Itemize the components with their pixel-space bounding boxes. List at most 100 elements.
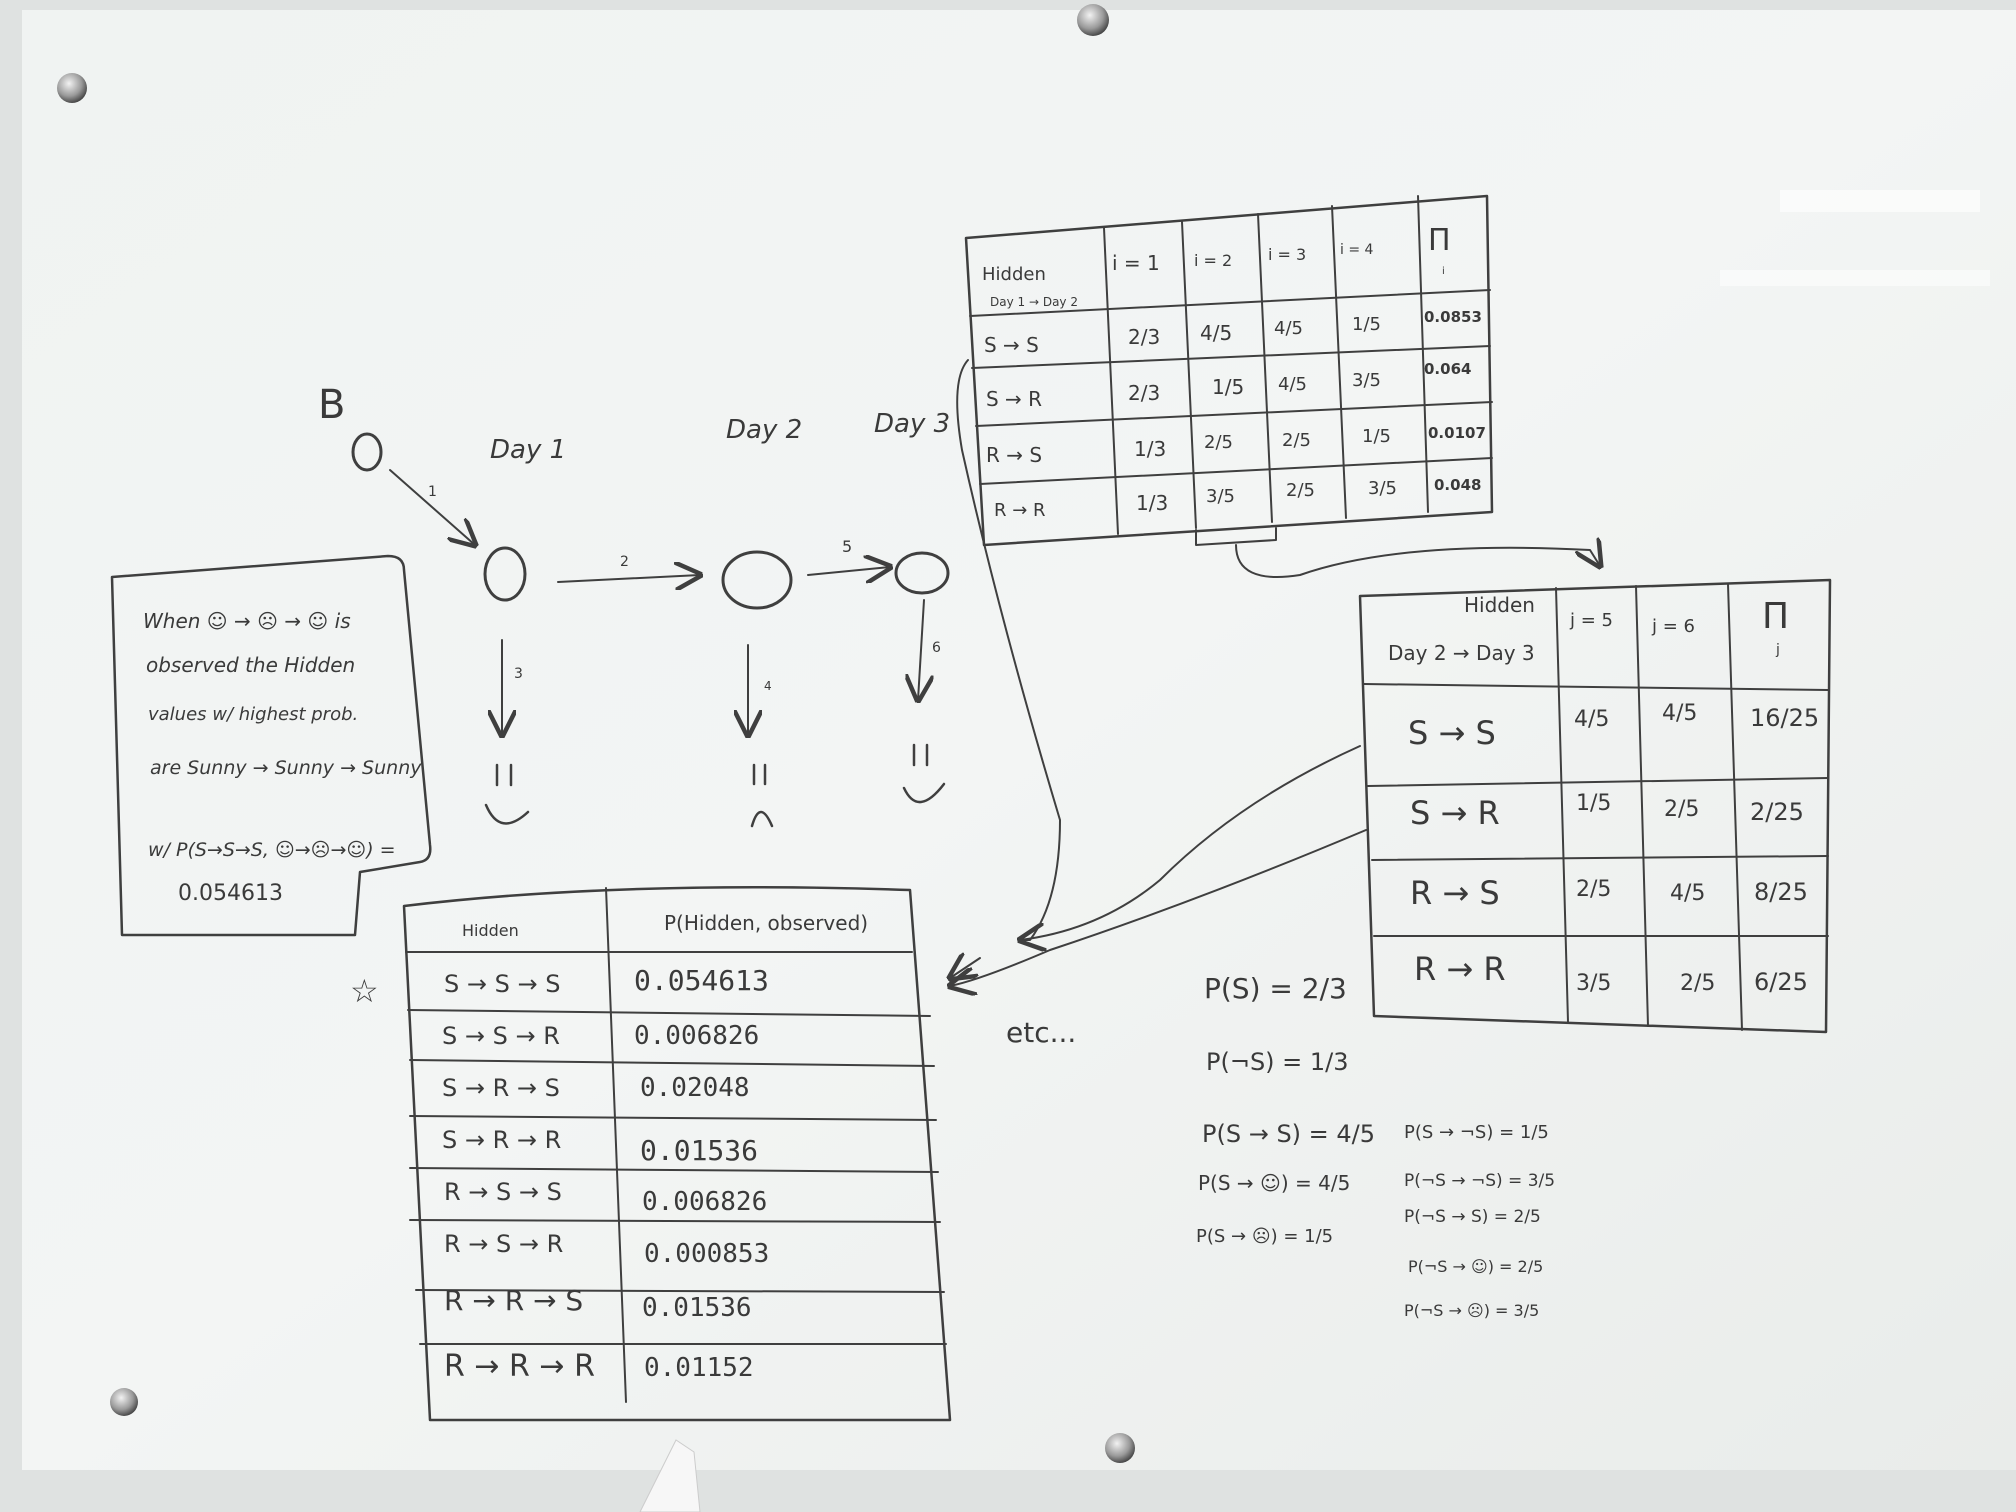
glare (1720, 270, 1990, 286)
t3-cell: S → S → R (442, 1022, 560, 1050)
edge-label: 6 (932, 640, 941, 656)
t2-cell: 2/5 (1576, 877, 1611, 902)
t2-cell: S → R (1410, 794, 1500, 832)
t2-cell: 4/5 (1670, 881, 1705, 906)
t1-cell: 4/5 (1200, 321, 1232, 345)
t1-cell: 0.064 (1424, 360, 1471, 378)
t1-header: i = 3 (1268, 245, 1306, 264)
t1-cell: 0.0107 (1428, 424, 1486, 442)
t3-cell: 0.02048 (640, 1073, 750, 1103)
t1-header: i = 2 (1194, 251, 1232, 270)
connector-arrows: etc... (950, 359, 1367, 1049)
t2-cell: 3/5 (1576, 971, 1611, 996)
t2-header-pi: Π (1762, 596, 1789, 637)
t2-header-hidden: Hidden (1464, 593, 1535, 617)
t3-cell: 0.01152 (644, 1353, 754, 1383)
bolt-icon (1105, 1433, 1135, 1463)
t3-cell: 0.054613 (634, 964, 769, 997)
t3-cell: S → R → R (442, 1126, 561, 1154)
t1-cell: 4/5 (1278, 374, 1307, 395)
edge-start-day1 (389, 469, 475, 545)
t1-cell: 2/5 (1204, 432, 1233, 453)
t2-pi-subscript: j (1775, 642, 1780, 658)
prob: P(S → S) = 4/5 (1202, 1120, 1375, 1148)
edge-label: 5 (842, 537, 852, 556)
edge-label: 4 (764, 679, 772, 693)
note-line: w/ P(S→S→S, ☺→☹→☺) = (148, 839, 396, 861)
edge-day2-day3 (807, 567, 890, 575)
t3-cell: 0.006826 (634, 1021, 759, 1051)
t3-cell: 0.006826 (642, 1187, 767, 1217)
start-label: B (318, 382, 345, 428)
prob: P(S) = 2/3 (1204, 972, 1347, 1005)
day-1-label: Day 1 (490, 435, 566, 465)
prob: P(¬S → ¬S) = 3/5 (1404, 1171, 1555, 1191)
prob: P(¬S → ☺) = 2/5 (1408, 1257, 1543, 1276)
etc-label: etc... (1006, 1016, 1076, 1049)
start-node (351, 432, 383, 472)
paper-scrap (639, 1439, 701, 1512)
t3-header: P(Hidden, observed) (664, 911, 868, 935)
table-day1-day2: Hidden Day 1 → Day 2 i = 1 i = 2 i = 3 i… (964, 194, 1600, 578)
day-3-node (894, 551, 950, 595)
table-day2-day3: Hidden Day 2 → Day 3 j = 5 j = 6 Π j S →… (1358, 578, 1832, 1034)
prob: P(¬S) = 1/3 (1206, 1048, 1349, 1076)
t1-cell: 0.0853 (1424, 308, 1482, 326)
happy-face-icon (902, 743, 946, 804)
t3-cell: R → S → R (444, 1230, 563, 1258)
t3-cell: S → R → S (442, 1074, 560, 1102)
t3-cell: 0.01536 (640, 1134, 758, 1167)
summary-note: When ☺ → ☹ → ☺ is observed the Hidden va… (110, 554, 432, 937)
t3-cell: R → S → S (444, 1178, 562, 1206)
t2-cell: S → S (1408, 714, 1496, 752)
t1-cell: 4/5 (1274, 318, 1303, 339)
day-3-label: Day 3 (874, 409, 950, 439)
happy-face-icon (484, 763, 530, 825)
edge-day1-day2 (557, 575, 700, 582)
t1-cell: 1/5 (1352, 314, 1381, 335)
prob: P(S → ☺) = 4/5 (1198, 1171, 1350, 1195)
t1-header-hidden: Hidden (982, 264, 1046, 285)
day-2-node (721, 550, 793, 610)
t1-cell: 1/3 (1134, 437, 1166, 461)
t1-cell: 1/3 (1136, 491, 1168, 515)
t1-cell: S → R (986, 387, 1042, 411)
t2-cell: 2/5 (1664, 797, 1699, 822)
arrow-table2-to-paths (950, 829, 1367, 986)
t2-subheader: Day 2 → Day 3 (1388, 641, 1535, 665)
star-icon: ☆ (350, 972, 379, 1010)
t3-cell: 0.000853 (644, 1239, 769, 1269)
t3-cell: R → R → S (444, 1284, 583, 1317)
t1-header: i = 4 (1340, 242, 1374, 258)
sad-face-icon (750, 763, 774, 828)
edge-day3-obs (918, 599, 924, 700)
t1-header: i = 1 (1112, 251, 1160, 275)
day-2-label: Day 2 (726, 415, 802, 445)
board-surface (22, 10, 2016, 1470)
t1-cell: 2/3 (1128, 325, 1160, 349)
arrow-head (950, 958, 981, 978)
t2-cell: 6/25 (1754, 968, 1808, 996)
t1-header-pi: Π (1428, 223, 1451, 258)
t1-cell: 1/5 (1212, 375, 1244, 399)
t1-cell: 2/5 (1286, 480, 1315, 501)
t2-cell: 4/5 (1574, 707, 1609, 732)
t3-header: Hidden (462, 921, 519, 940)
edge-label: 1 (428, 484, 437, 500)
bolt-icon (57, 73, 87, 103)
note-line: 0.054613 (178, 881, 283, 906)
table-paths: Hidden P(Hidden, observed) ☆ S → S → S 0… (350, 885, 952, 1422)
note-line: When ☺ → ☹ → ☺ is (143, 609, 351, 633)
t2-cell: 16/25 (1750, 704, 1819, 732)
t1-cell: S → S (984, 333, 1039, 357)
probabilities: P(S) = 2/3 P(¬S) = 1/3 P(S → S) = 4/5 P(… (1196, 972, 1555, 1320)
note-line: values w/ highest prob. (148, 704, 358, 725)
note-outline (110, 554, 432, 937)
note-line: observed the Hidden (146, 653, 355, 677)
t2-cell: R → S (1410, 874, 1500, 912)
t2-cell: 1/5 (1576, 791, 1611, 816)
prob: P(S → ¬S) = 1/5 (1404, 1122, 1549, 1143)
t3-cell: R → R → R (444, 1349, 595, 1384)
t3-cell: 0.01536 (642, 1293, 752, 1323)
